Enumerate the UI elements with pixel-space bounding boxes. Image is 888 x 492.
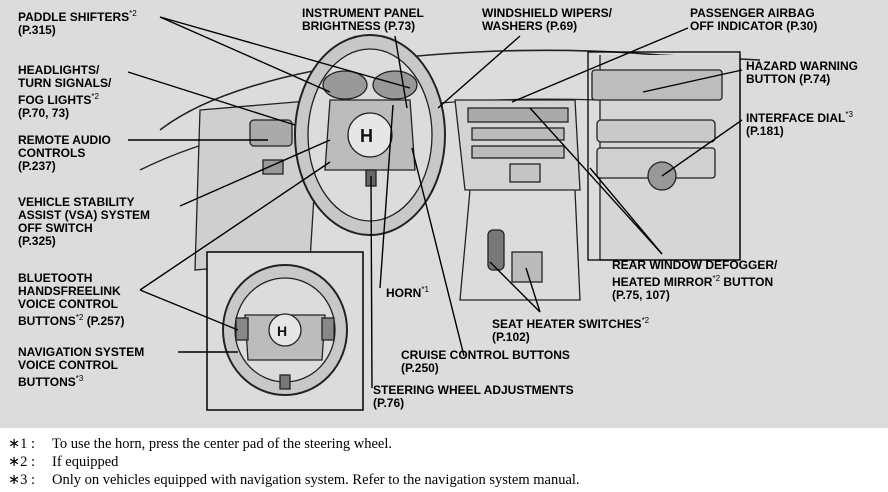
callout-interface-dial: INTERFACE DIAL*3(P.181)	[746, 110, 853, 138]
dashboard-figure: H H	[0, 0, 888, 428]
dashboard-illustration: H H	[127, 16, 761, 411]
footnote-3: ∗3 :Only on vehicles equipped with navig…	[8, 472, 580, 488]
footnote-1: ∗1 :To use the horn, press the center pa…	[8, 436, 393, 452]
footnotes: ∗1 :To use the horn, press the center pa…	[8, 435, 884, 489]
callout-steering-adjustments: STEERING WHEEL ADJUSTMENTS(P.76)	[373, 383, 574, 410]
svg-text:H: H	[360, 126, 373, 146]
callout-cruise-control: CRUISE CONTROL BUTTONS(P.250)	[401, 348, 570, 375]
callout-windshield-wipers: WINDSHIELD WIPERS/WASHERS (P.69)	[482, 6, 613, 33]
footnote-2: ∗2 :If equipped	[8, 454, 119, 470]
callout-rear-defogger: REAR WINDOW DEFOGGER/HEATED MIRROR*2 BUT…	[612, 258, 778, 302]
callout-horn: HORN*1	[386, 285, 429, 300]
callout-headlights: HEADLIGHTS/TURN SIGNALS/FOG LIGHTS*2(P.7…	[18, 63, 112, 120]
svg-text:H: H	[277, 323, 287, 339]
callout-seat-heater: SEAT HEATER SWITCHES*2(P.102)	[492, 316, 650, 344]
callout-paddle-shifters: PADDLE SHIFTERS*2(P.315)	[18, 9, 137, 37]
